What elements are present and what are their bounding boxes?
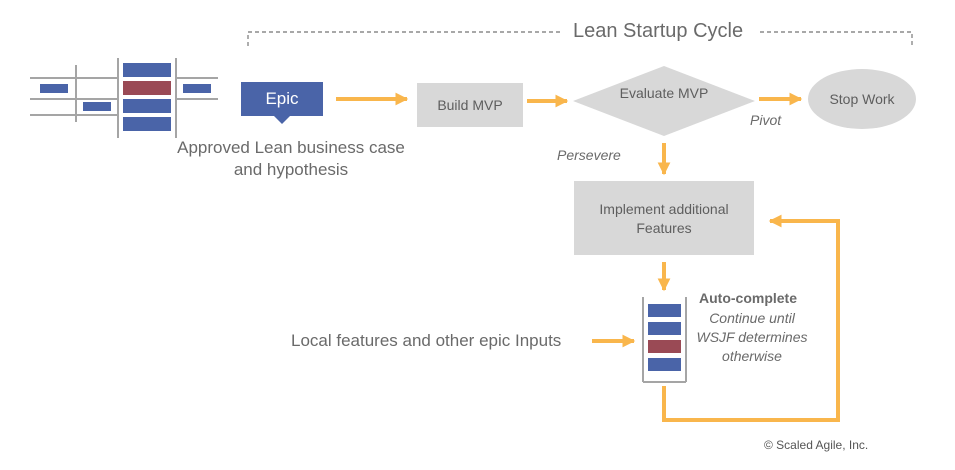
persevere-label: Persevere bbox=[557, 147, 621, 163]
cycle-title: Lean Startup Cycle bbox=[573, 20, 744, 42]
copyright-text: © Scaled Agile, Inc. bbox=[764, 438, 869, 452]
epic-callout-shape bbox=[241, 82, 323, 124]
auto-complete-note: Continue until WSJF determines otherwise bbox=[696, 310, 808, 364]
team-backlog-icon bbox=[642, 297, 687, 383]
build-mvp-box bbox=[417, 83, 523, 127]
implement-box bbox=[574, 181, 754, 255]
local-inputs-label: Local features and other epic Inputs bbox=[291, 331, 562, 350]
arrow-continue-loop bbox=[662, 214, 840, 422]
epic-label: Epic bbox=[265, 89, 299, 108]
portfolio-kanban-icon bbox=[30, 58, 218, 138]
evaluate-mvp-label: Evaluate MVP bbox=[619, 85, 709, 101]
evaluate-diamond bbox=[573, 66, 755, 136]
implement-label: Implement additional Features bbox=[599, 201, 729, 236]
build-mvp-label: Build MVP bbox=[437, 97, 503, 113]
cycle-bracket bbox=[247, 31, 913, 46]
pivot-label: Pivot bbox=[750, 112, 782, 128]
approved-caption: Approved Lean business case and hypothes… bbox=[177, 138, 405, 179]
stop-work-label: Stop Work bbox=[829, 91, 895, 107]
stop-work-ellipse bbox=[808, 69, 916, 129]
auto-complete-title: Auto-complete bbox=[699, 290, 797, 306]
